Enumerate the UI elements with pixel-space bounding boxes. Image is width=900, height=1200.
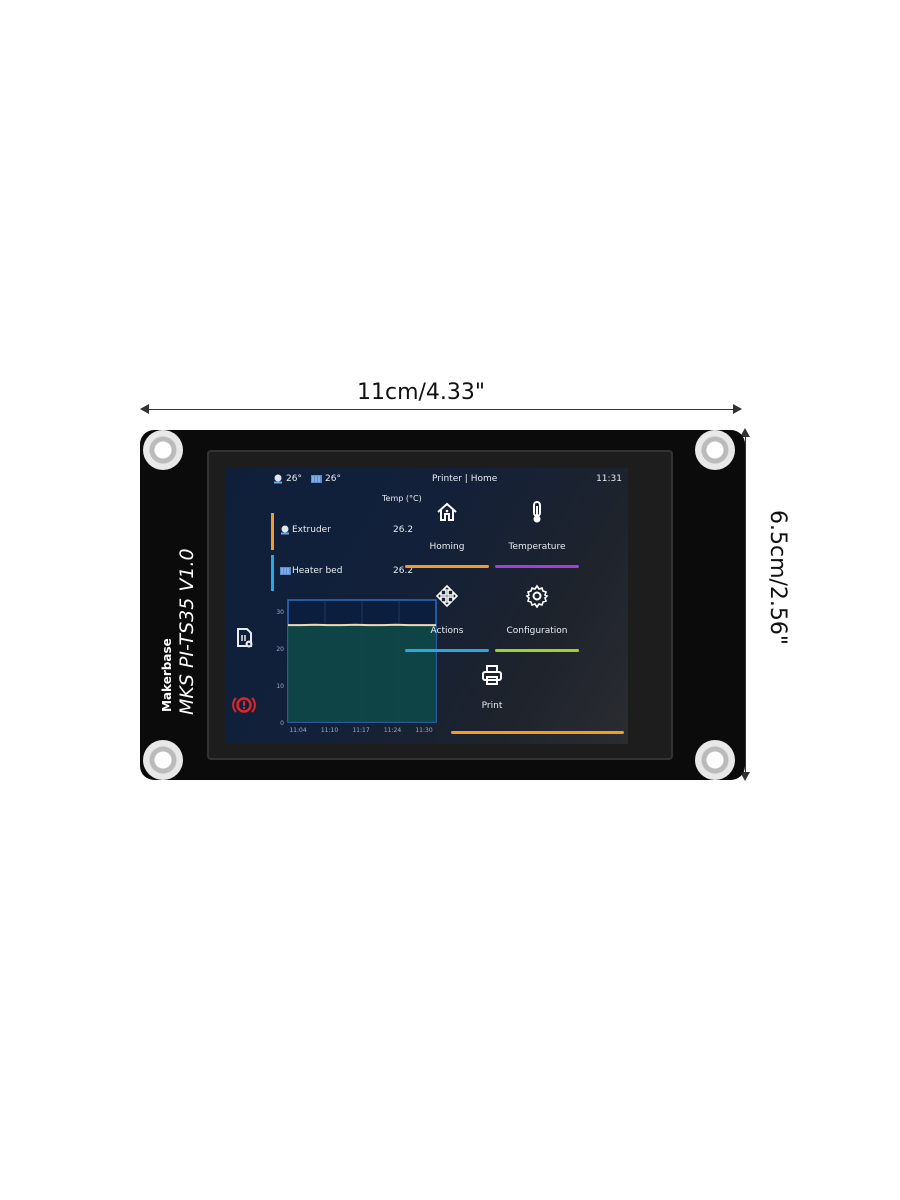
arrow-right-icon [733,404,742,414]
menu-button-underline [451,731,624,734]
touch-screen: 26° 26° Printer | Home 11:31 Temp (°C) E… [225,468,628,744]
chart-x-tick-label: 11:30 [415,727,432,734]
temperature-chart: 0 10 20 30 11:04 11:10 11:17 11:24 11:30 [276,599,437,734]
chart-y-tick-label: 0 [280,720,284,727]
heater-name: Heater bed [292,566,343,576]
height-dimension-line [745,434,746,779]
arrow-down-icon [740,772,750,781]
move-arrows-icon [435,584,459,608]
clock: 11:31 [596,474,622,484]
header-bed-temp: 26° [325,474,341,484]
temp-heading: Temp (°C) [382,494,422,503]
extruder-icon [281,525,289,535]
menu-button-label: Actions [430,626,464,636]
mounting-hole [143,740,183,780]
height-dimension-label: 6.5cm/2.56" [765,510,790,646]
bed-color-bar [271,555,274,591]
chart-x-tick-label: 11:04 [289,727,306,734]
menu-button-label: Configuration [506,626,568,636]
chart-x-tick-label: 11:24 [384,727,401,734]
chart-y-tick-label: 10 [276,683,284,690]
gear-icon [525,584,549,608]
home-icon [437,502,457,521]
board-model: MKS PI-TS35 V1.0 [176,548,198,715]
printer-icon [482,665,502,685]
mounting-hole [143,430,183,470]
menu-button-label: Homing [429,542,465,552]
menu-button-underline [495,565,579,568]
menu-button-underline [405,649,489,652]
chart-x-tick-label: 11:17 [352,727,369,734]
menu-button-underline [405,565,489,568]
emergency-stop-icon[interactable] [232,696,256,714]
heater-name: Extruder [292,525,331,535]
menu-button-label: Print [481,701,503,711]
heater-bed-icon [280,567,291,575]
mounting-hole [695,430,735,470]
mounting-hole [695,740,735,780]
heater-value: 26.2 [393,566,414,576]
thermometer-icon [533,501,541,523]
chart-y-tick-label: 20 [276,646,284,653]
screen-title: Printer | Home [432,474,498,484]
chart-y-tick-label: 30 [276,609,284,616]
chart-area-fill [288,624,436,722]
extruder-color-bar [271,513,274,550]
extruder-icon [274,474,282,484]
chart-x-tick-label: 11:10 [321,727,338,734]
menu-button-label: Temperature [508,542,566,552]
width-dimension-line [145,409,737,410]
heater-bed-icon [311,475,322,483]
file-settings-icon[interactable] [235,627,255,649]
header-extruder-temp: 26° [286,474,302,484]
width-dimension-label: 11cm/4.33" [357,380,486,405]
board-brand: Makerbase [160,638,174,712]
arrow-up-icon [740,428,750,437]
arrow-left-icon [140,404,149,414]
heater-value: 26.2 [393,525,414,535]
menu-button-underline [495,649,579,652]
